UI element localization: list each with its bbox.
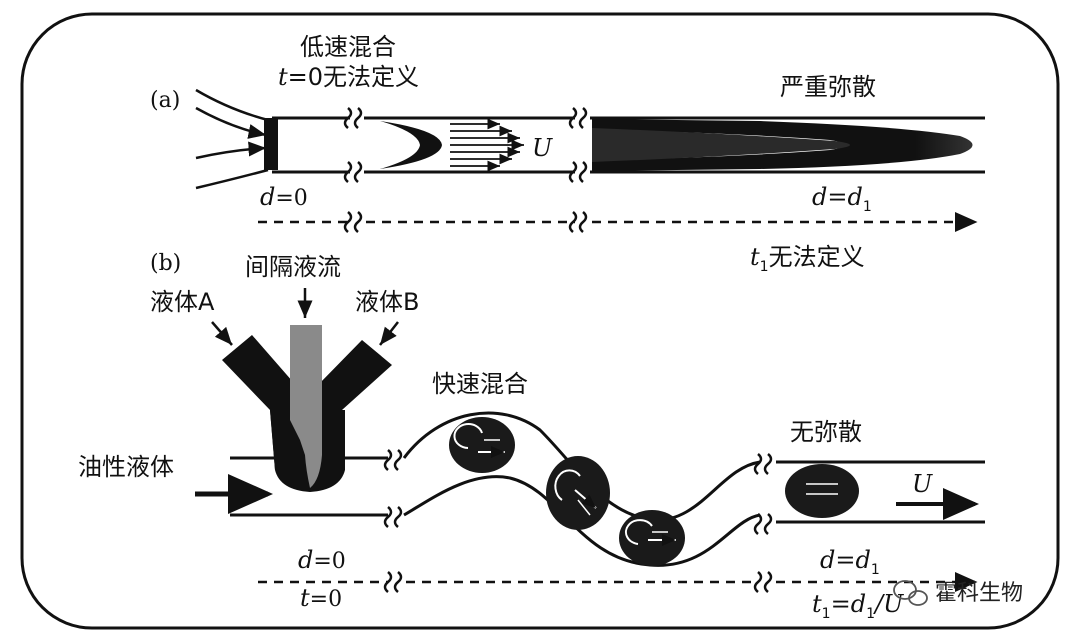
no-dispersion-label: 无弥散: [790, 418, 862, 446]
dispersion-core: [592, 128, 850, 162]
droplet-4: [785, 464, 859, 518]
watermark: 霍科生物: [893, 580, 1023, 606]
inlet-fan-lines: [195, 88, 269, 190]
outer-frame: [20, 12, 1060, 630]
velocity-u-b: U: [912, 470, 933, 498]
watermark-text: 霍科生物: [935, 581, 1023, 606]
liquid-b-label: 液体B: [355, 288, 419, 316]
low-speed-mixing-label: 低速混合: [300, 33, 396, 61]
d0-label-a: d=0: [260, 183, 308, 211]
parabolic-front: [380, 121, 442, 169]
spacer-flow-label: 间隔液流: [245, 253, 341, 281]
d0-label-b: d=0: [298, 546, 346, 574]
dispersion-smear: [592, 119, 973, 171]
liquid-a-label: 液体A: [150, 288, 215, 316]
d1-label-a: d=d1: [812, 183, 872, 215]
oil-liquid-label: 油性液体: [78, 453, 174, 481]
velocity-profile-arrows: [450, 118, 524, 172]
t1-undefined-label: t1无法定义: [750, 243, 865, 275]
inlet-block: [264, 118, 278, 170]
input-arrows: [211, 288, 399, 346]
severe-dispersion-label: 严重弥散: [780, 73, 876, 101]
t1-formula-b: t1=d1/U: [812, 590, 904, 622]
wechat-icon: [893, 580, 928, 606]
break-marks-b: [383, 449, 773, 535]
velocity-u-a: U: [532, 134, 553, 162]
panel-b-label: (b): [150, 251, 181, 276]
droplet-1: [449, 417, 515, 473]
d1-label-b: d=d1: [820, 546, 880, 578]
panel-b: (b) 间隔液流 液体A 液体B 油性液体 快速混合 无弥散: [78, 251, 985, 622]
break-marks-a: [343, 107, 588, 183]
t0-undefined-label: t=0无法定义: [278, 63, 419, 91]
fast-mixing-label: 快速混合: [432, 370, 528, 398]
panel-a: (a): [150, 33, 985, 275]
channel-a-walls: [272, 116, 985, 174]
droplet-2: [546, 456, 610, 530]
panel-a-label: (a): [150, 88, 180, 113]
axis-b: [258, 571, 978, 593]
droplet-3: [619, 510, 685, 566]
spacer-channel: [290, 325, 322, 488]
axis-a: [258, 211, 978, 233]
t0-label-b: t=0: [300, 584, 342, 612]
